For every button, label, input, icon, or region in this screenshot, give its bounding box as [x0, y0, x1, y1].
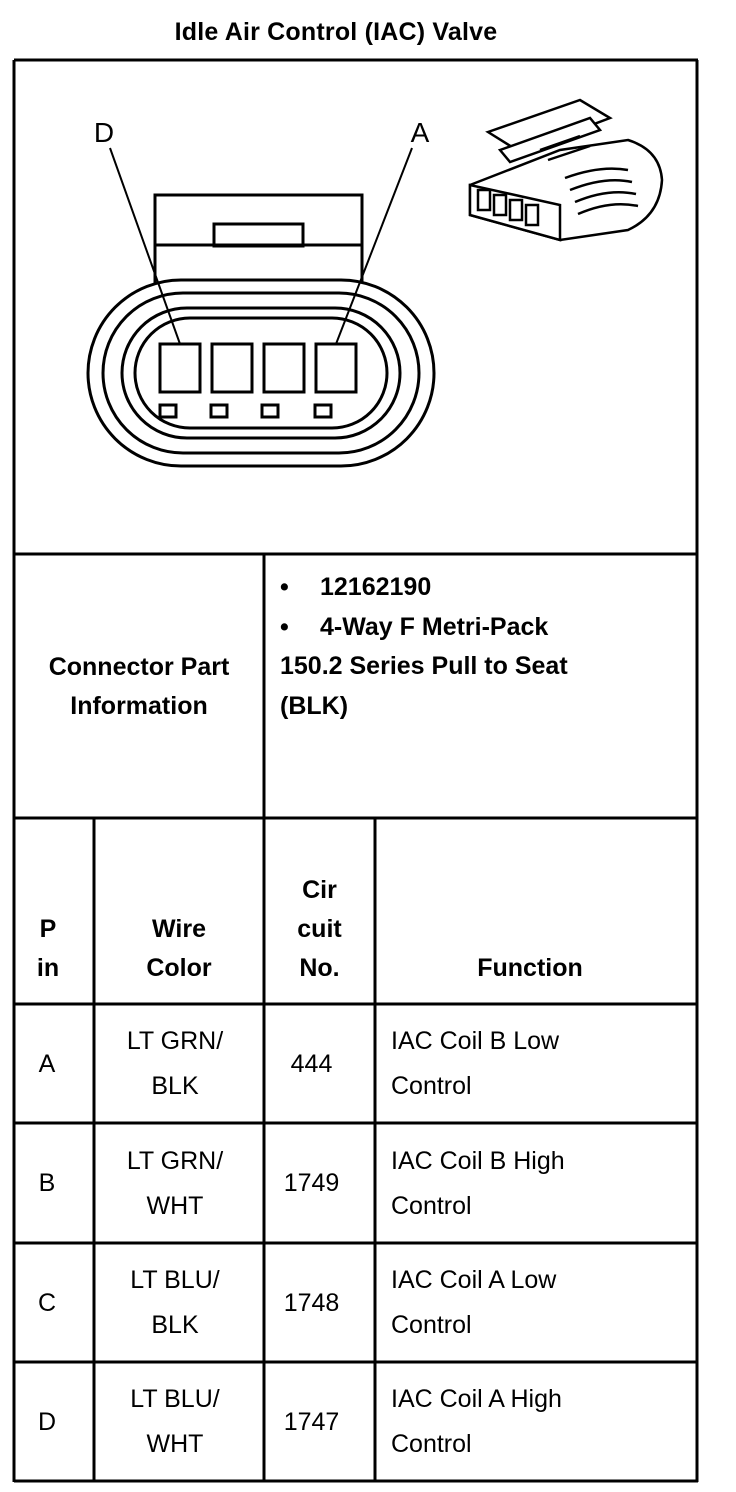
connector-perspective-icon	[468, 98, 664, 242]
leader-line-a	[335, 147, 413, 345]
diagram-label-a: A	[411, 117, 430, 148]
pin-cell: A	[38, 1049, 56, 1078]
page-title: Idle Air Control (IAC) Valve	[174, 18, 498, 46]
connector-face-diagram: D A	[86, 98, 664, 468]
pin-cell: D	[37, 1407, 57, 1436]
circuit-cell: 1749	[283, 1169, 340, 1197]
circuit-cell: 444	[290, 1049, 333, 1078]
wire-color-cell: LT GRN/WHT	[126, 1147, 224, 1220]
wire-color-cell: LT BLU/WHT	[130, 1385, 220, 1458]
header-function: Function	[477, 954, 583, 982]
leader-line-d	[109, 147, 181, 345]
wire-color-cell: LT BLU/BLK	[130, 1266, 220, 1339]
connector-description: 4-Way F Metri-Pack	[320, 612, 549, 641]
header-circuit-no: Cir cuit No.	[297, 876, 342, 982]
diagram-label-d: D	[94, 117, 114, 148]
part-number: 12162190	[320, 573, 432, 601]
header-pin: P in	[36, 915, 60, 982]
connector-part-label: Connector Part Information	[48, 653, 230, 720]
circuit-cell: 1748	[283, 1288, 340, 1317]
connector-part-details: •12162190 •4-Way F Metri-Pack 150.2 Seri…	[280, 573, 568, 720]
wire-color-cell: LT GRN/BLK	[126, 1027, 224, 1100]
header-wire-color: Wire Color	[146, 915, 212, 982]
pin-cell: B	[38, 1169, 56, 1197]
circuit-cell: 1747	[283, 1407, 340, 1436]
pin-cell: C	[37, 1288, 57, 1317]
